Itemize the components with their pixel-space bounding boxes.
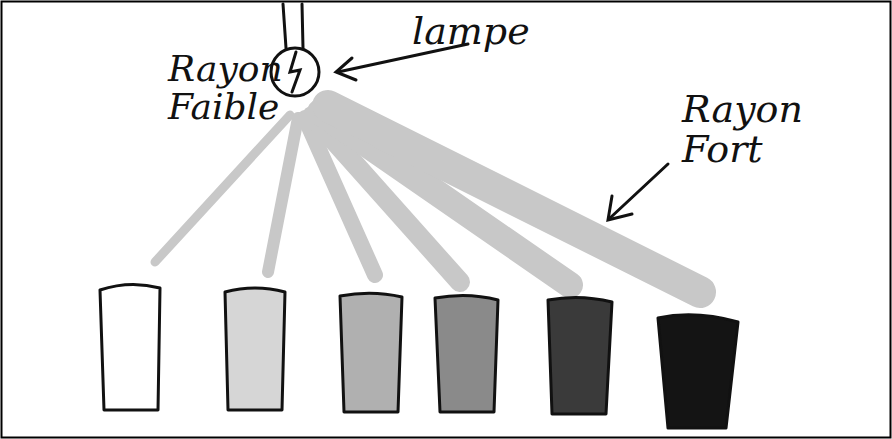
glass — [435, 295, 498, 412]
light-ray — [328, 106, 700, 292]
glass — [548, 297, 612, 414]
glass — [225, 288, 285, 410]
light-rays — [155, 106, 700, 292]
handwritten-label: Rayon Faible — [168, 50, 298, 126]
arrowhead — [336, 58, 356, 80]
glass — [340, 293, 402, 412]
handwritten-label: Rayon Fort — [682, 90, 872, 170]
handwritten-label: lampe — [412, 12, 552, 52]
glass — [100, 284, 160, 410]
lamp-cord — [302, 4, 303, 48]
pointer-arrows — [336, 44, 668, 220]
glasses — [100, 284, 738, 428]
leader-line — [610, 164, 668, 218]
arrowhead — [608, 196, 632, 220]
light-ray — [268, 118, 298, 272]
lamp-cord — [283, 4, 286, 48]
glass — [658, 315, 738, 428]
lamp-filament — [290, 52, 300, 92]
